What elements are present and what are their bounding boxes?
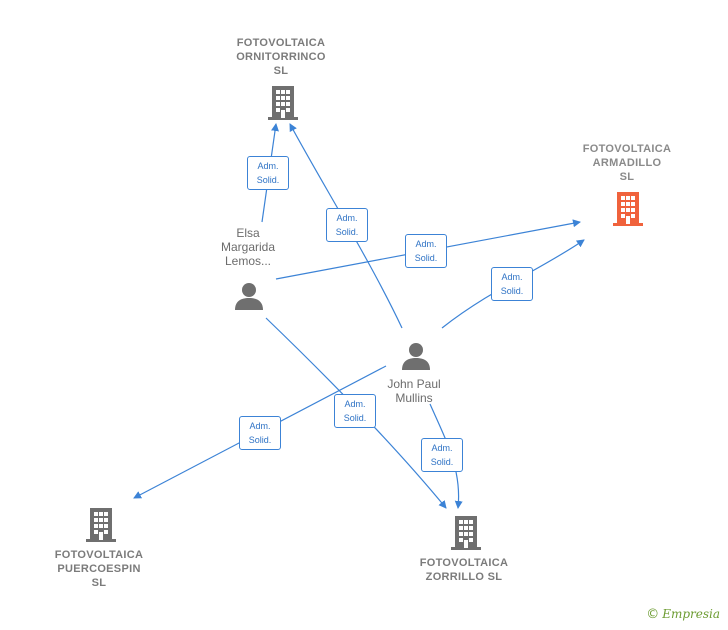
relation-badge-elsa-zorrillo[interactable]: Adm. Solid.	[334, 394, 376, 428]
person-label-elsa[interactable]: Elsa Margarida Lemos...	[220, 226, 276, 268]
copyright-icon: ©	[646, 607, 660, 622]
relation-badge-john-puercoespin[interactable]: Adm. Solid.	[239, 416, 281, 450]
brand-name: Empresia	[662, 607, 720, 621]
person-icon[interactable]	[401, 342, 431, 370]
building-icon[interactable]	[86, 508, 116, 542]
person-icon[interactable]	[234, 282, 264, 310]
person-label-john[interactable]: John Paul Mullins	[387, 377, 441, 405]
company-label-armadillo[interactable]: FOTOVOLTAICA ARMADILLO SL	[582, 143, 672, 183]
relation-badge-elsa-armadillo[interactable]: Adm. Solid.	[405, 234, 447, 268]
building-icon[interactable]	[613, 192, 643, 226]
company-label-ornitorrinco[interactable]: FOTOVOLTAICA ORNITORRINCO SL	[236, 37, 326, 77]
building-icon[interactable]	[451, 516, 481, 550]
brand-logo: ©Empresia	[646, 607, 720, 622]
relation-badge-john-ornitorrinco[interactable]: Adm. Solid.	[326, 208, 368, 242]
relation-badge-john-zorrillo[interactable]: Adm. Solid.	[421, 438, 463, 472]
company-label-puercoespin[interactable]: FOTOVOLTAICA PUERCOESPIN SL	[54, 549, 144, 589]
relation-badge-elsa-ornitorrinco[interactable]: Adm. Solid.	[247, 156, 289, 190]
company-label-zorrillo[interactable]: FOTOVOLTAICA ZORRILLO SL	[419, 557, 509, 583]
building-icon[interactable]	[268, 86, 298, 120]
relation-badge-john-armadillo[interactable]: Adm. Solid.	[491, 267, 533, 301]
